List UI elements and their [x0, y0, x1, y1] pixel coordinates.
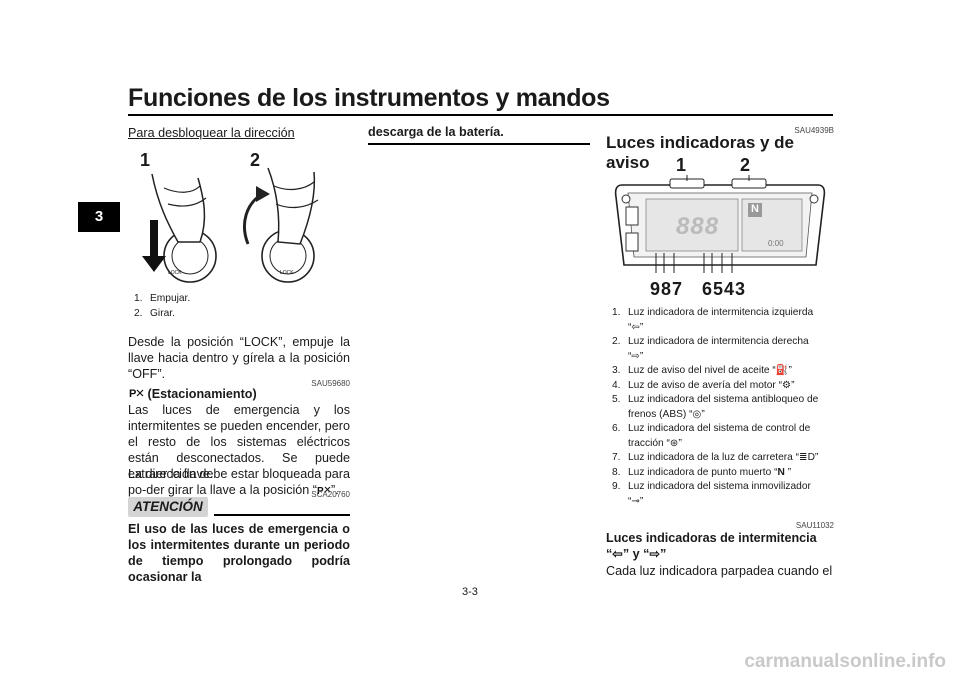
turn-right-icon: “⇨”: [628, 350, 644, 362]
lock-label-left: LOCK: [168, 270, 182, 276]
caption-item: 2.Girar.: [134, 307, 175, 319]
attention-label: ATENCIÓN: [128, 497, 208, 517]
caption-item: 6.Luz indicadora del sistema de control …: [612, 423, 811, 449]
caption-item: 1.Empujar.: [134, 293, 191, 304]
caption-item: 2.Luz indicadora de intermitencia derech…: [612, 336, 809, 362]
parking-p-icon: P: [317, 486, 331, 497]
indicator-heading: Luces indicadoras y de aviso: [606, 133, 795, 172]
page-title: Funciones de los instrumentos y mandos: [128, 84, 610, 112]
dash-speed-digits: 888: [676, 213, 720, 240]
parking-p-icon: P: [129, 388, 144, 400]
caution-end-rule: [368, 143, 590, 145]
immobilizer-key-icon: “⊸”: [628, 495, 644, 507]
page-number: 3-3: [462, 586, 478, 598]
dashboard-figure: 1 2 888 N 0:00 987 6543: [612, 153, 828, 303]
caption-item: 8.Luz indicadora de punto muerto “N ”: [612, 466, 792, 478]
caution-text: El uso de las luces de emergencia o los …: [128, 522, 350, 584]
svg-text:P: P: [317, 486, 324, 495]
unlock-subheading: Para desbloquear la dirección: [128, 126, 295, 140]
caption-item: 7.Luz indicadora de la luz de carretera …: [612, 452, 819, 463]
section-code: SAU59680: [311, 379, 350, 388]
parking-note: La dirección debe estar bloqueada para p…: [128, 467, 350, 497]
key-captions: 1.Empujar. 2.Girar.: [134, 292, 356, 321]
watermark: carmanualsonline.info: [744, 651, 946, 672]
turn-signal-subheading: Luces indicadoras de intermitencia “⇦” y…: [606, 531, 817, 561]
traction-control-icon: ⊛”: [669, 437, 682, 449]
dash-callouts-987: 987: [650, 279, 684, 299]
parking-heading: P (Estacionamiento): [129, 387, 257, 401]
attention-banner: ATENCIÓN: [128, 497, 350, 517]
section-code: SAU11032: [795, 521, 834, 530]
section-code: SAU4939B: [794, 126, 834, 135]
turn-left-icon: ⇦: [612, 547, 623, 561]
caption-item: 9.Luz indicadora del sistema inmovilizad…: [612, 481, 811, 507]
attention-rule: [214, 514, 350, 516]
svg-text:P: P: [129, 388, 136, 399]
dash-callout-1: 1: [676, 155, 687, 175]
caption-item: 1.Luz indicadora de intermitencia izquie…: [612, 307, 814, 333]
key-figure: 1 2 LOCK LOCK: [128, 146, 350, 286]
turn-signal-paragraph: Cada luz indicadora parpadea cuando el: [606, 564, 833, 578]
caption-item: 3.Luz de aviso del nivel de aceite “⛽”: [612, 365, 792, 376]
turn-left-icon: “⇦”: [628, 321, 644, 333]
turn-right-icon: ⇨: [649, 547, 661, 561]
fig-callout-2: 2: [250, 150, 261, 170]
engine-icon: ⚙”: [782, 379, 795, 391]
chapter-tab: 3: [78, 202, 120, 232]
dashboard-illustration: [614, 175, 826, 273]
dash-callout-2: 2: [740, 155, 751, 175]
dash-gear: N: [751, 203, 759, 215]
fig-callout-1: 1: [140, 150, 151, 170]
dashboard-captions: 1.Luz indicadora de intermitencia izquie…: [612, 306, 834, 509]
parking-paragraph: Las luces de emergencia y los intermiten…: [128, 403, 350, 481]
caution-code: SCA20760: [311, 490, 350, 499]
unlock-paragraph: Desde la posición “LOCK”, empuje la llav…: [128, 335, 350, 381]
oil-can-icon: ⛽”: [775, 365, 792, 376]
caption-item: 5.Luz indicadora del sistema antibloqueo…: [612, 394, 819, 420]
high-beam-icon: ≣D”: [799, 452, 819, 463]
caution-continued: descarga de la batería.: [368, 125, 504, 139]
key-illustration: [142, 167, 319, 283]
dash-callouts-6543: 6543: [702, 279, 747, 299]
dash-clock: 0:00: [768, 239, 784, 248]
abs-icon: ◎”: [692, 408, 705, 420]
title-rule: [128, 114, 833, 116]
lock-label-right: LOCK: [280, 270, 294, 276]
caption-item: 4.Luz de aviso de avería del motor “⚙”: [612, 379, 795, 391]
neutral-icon: N ”: [777, 466, 792, 478]
